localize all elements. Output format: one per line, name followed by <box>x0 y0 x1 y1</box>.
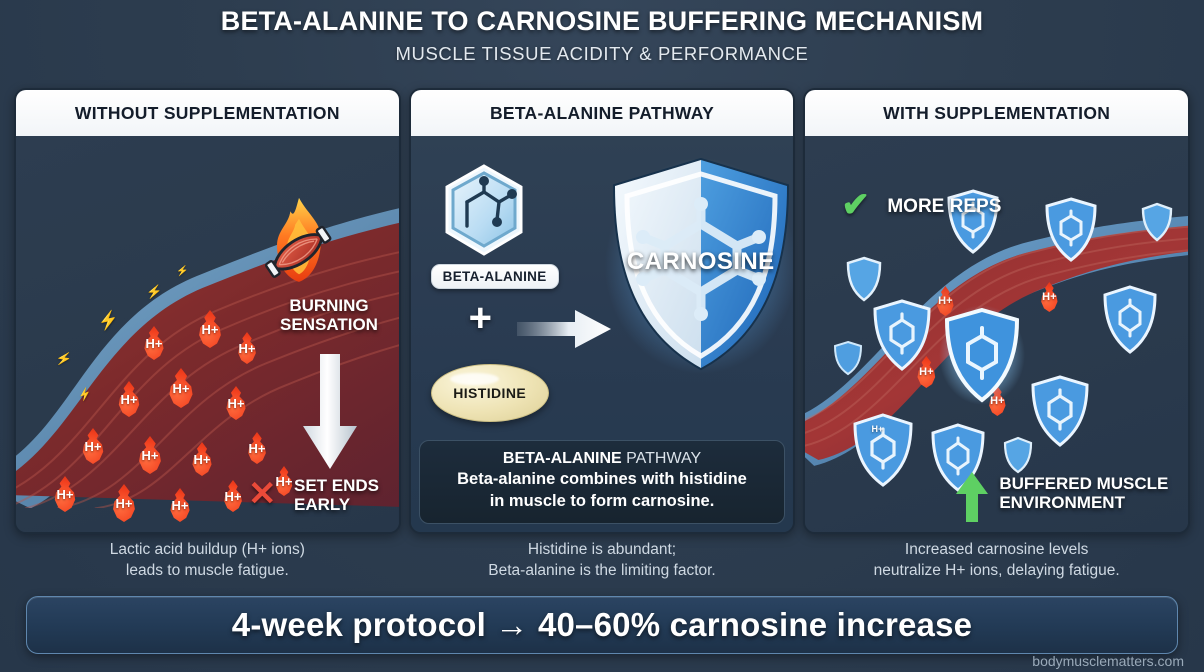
page-title: BETA-ALANINE TO CARNOSINE BUFFERING MECH… <box>220 6 984 36</box>
beta-alanine-molecule-icon <box>439 162 529 260</box>
header: BETA-ALANINE TO CARNOSINE BUFFERING MECH… <box>0 6 1204 65</box>
panel-with-supplementation: WITH SUPPLEMENTATION <box>803 88 1191 534</box>
panel-row: WITHOUT SUPPLEMENTATION <box>14 88 1191 534</box>
h-ion-chip: H+ <box>134 436 166 474</box>
beta-alanine-label-text: BETA-ALANINE <box>442 269 547 284</box>
caption-left-line-2: leads to muscle fatigue. <box>125 561 289 579</box>
panel-without-supplementation: WITHOUT SUPPLEMENTATION <box>14 88 401 534</box>
reaction-arrow-icon <box>516 308 613 350</box>
h-ion-chip: H+ <box>164 368 198 408</box>
carnosine-shield-chip <box>871 298 933 372</box>
x-mark-icon: ✕ <box>248 475 277 513</box>
panel-title-right: WITH SUPPLEMENTATION <box>883 102 1111 123</box>
h-ion-chip: H+ <box>108 484 140 522</box>
pathway-box-line-1: Beta-alanine combines with histidine <box>457 470 747 489</box>
carnosine-shield-chip <box>1101 284 1159 354</box>
h-ion-chip: H+ <box>222 386 250 420</box>
buffered-line-2: ENVIRONMENT <box>999 493 1125 513</box>
panel-title-middle: BETA-ALANINE PATHWAY <box>489 102 715 123</box>
carnosine-shield-chip <box>833 340 863 376</box>
carnosine-label-text: CARNOSINE <box>626 248 775 275</box>
h-ion-chip: H+ <box>78 428 108 464</box>
set-line-1: SET ENDS <box>294 476 380 495</box>
h-ion-chip: H+ <box>220 480 246 512</box>
buffered-environment-label: BUFFERED MUSCLE ENVIRONMENT <box>999 474 1188 512</box>
panel-body-left: ⚡ ⚡ ⚡ ⚡ ⚡ H+ H+ H+ H+ H+ H+ <box>16 136 399 532</box>
carnosine-shield-chip <box>929 422 987 492</box>
lightning-bolt-icon: ⚡ <box>176 266 189 277</box>
pathway-box-heading-rest: PATHWAY <box>621 450 702 468</box>
carnosine-shield-chip <box>851 412 915 488</box>
set-line-2: EARLY <box>294 495 351 515</box>
carnosine-shield-chip <box>945 188 1001 254</box>
h-ion-chip: H+ <box>50 476 80 512</box>
lightning-bolt-icon: ⚡ <box>96 309 121 333</box>
panel-body-middle: BETA-ALANINE + HISTIDINE <box>410 136 794 532</box>
h-ion-chip: H+ <box>114 381 144 417</box>
caption-right: Increased carnosine levels neutralize H+… <box>803 540 1190 592</box>
caption-left: Lactic acid buildup (H+ ions) leads to m… <box>14 540 401 592</box>
set-ends-early-label: SET ENDS EARLY <box>294 476 399 514</box>
histidine-capsule: HISTIDINE <box>430 364 549 422</box>
pathway-box-heading: BETA-ALANINE PATHWAY <box>430 450 775 468</box>
caption-middle-line-2: Beta-alanine is the limiting factor. <box>488 561 716 579</box>
histidine-label-text: HISTIDINE <box>453 385 527 401</box>
h-ion-chip: H+ <box>234 332 260 364</box>
carnosine-shield-chip <box>1029 374 1091 448</box>
pathway-description-box: BETA-ALANINE PATHWAY Beta-alanine combin… <box>418 440 786 524</box>
pathway-box-line-2: in muscle to form carnosine. <box>489 492 715 511</box>
caption-middle-line-1: Histidine is abundant; <box>527 541 677 558</box>
pathway-box-heading-bold: BETA-ALANINE <box>502 450 622 468</box>
panel-header-right: WITH SUPPLEMENTATION <box>805 90 1189 138</box>
carnosine-shield-chip <box>939 304 1026 406</box>
check-mark-icon: ✔ <box>841 186 870 224</box>
up-arrow-icon <box>955 472 989 522</box>
h-ion-chip: H+ <box>244 432 270 464</box>
caption-right-line-1: Increased carnosine levels <box>904 541 1089 558</box>
h-ion-chip: H+ <box>1037 282 1061 312</box>
carnosine-shield-chip <box>1003 436 1033 474</box>
footer-banner-text: 4-week protocol → 40–60% carnosine incre… <box>231 606 973 643</box>
caption-middle: Histidine is abundant; Beta-alanine is t… <box>409 540 796 592</box>
buffered-line-1: BUFFERED MUSCLE <box>999 474 1169 493</box>
lightning-bolt-icon: ⚡ <box>146 284 163 299</box>
h-ion-chip: H+ <box>272 466 296 496</box>
more-reps-label: MORE REPS <box>887 196 1002 217</box>
caption-left-line-1: Lactic acid buildup (H+ ions) <box>109 541 305 558</box>
h-ion-chip: H+ <box>933 286 957 316</box>
h-ion-chip: H+ <box>194 310 226 348</box>
burning-line-1: BURNING <box>289 296 369 315</box>
panel-header-left: WITHOUT SUPPLEMENTATION <box>16 90 399 138</box>
plus-text: + <box>468 296 493 340</box>
footer-banner: 4-week protocol → 40–60% carnosine incre… <box>26 596 1178 654</box>
page-subtitle: MUSCLE TISSUE ACIDITY & PERFORMANCE <box>395 43 809 64</box>
watermark: bodymusclematters.com <box>1032 653 1184 669</box>
panel-header-middle: BETA-ALANINE PATHWAY <box>410 90 794 138</box>
carnosine-shield-icon: CARNOSINE <box>603 154 794 378</box>
h-ion-chip: H+ <box>140 326 168 360</box>
lightning-bolt-icon: ⚡ <box>54 349 74 368</box>
h-ion-chip: H+ <box>913 356 939 388</box>
h-ion-chip: H+ <box>188 442 216 476</box>
carnosine-shield-chip <box>1043 196 1099 262</box>
panel-title-left: WITHOUT SUPPLEMENTATION <box>74 102 340 123</box>
beta-alanine-pill-label: BETA-ALANINE <box>430 264 559 289</box>
caption-right-line-2: neutralize H+ ions, delaying fatigue. <box>873 561 1120 579</box>
burning-sensation-label: BURNING SENSATION <box>274 296 384 334</box>
carnosine-shield-chip <box>1141 202 1173 242</box>
muscle-tissue-illustration-right <box>805 184 1189 493</box>
down-arrow-icon <box>300 354 360 474</box>
panel-beta-alanine-pathway: BETA-ALANINE PATHWAY <box>408 88 796 534</box>
panel-captions-row: Lactic acid buildup (H+ ions) leads to m… <box>14 540 1190 592</box>
h-ion-chip: H+ <box>166 488 194 522</box>
plus-sign: + <box>469 298 492 338</box>
burning-line-2: SENSATION <box>280 315 378 335</box>
burning-muscle-fiber-icon <box>256 194 342 290</box>
panel-body-right: H+ H+ H+ H+ H+ <box>805 136 1189 532</box>
carnosine-shield-chip <box>845 256 883 302</box>
